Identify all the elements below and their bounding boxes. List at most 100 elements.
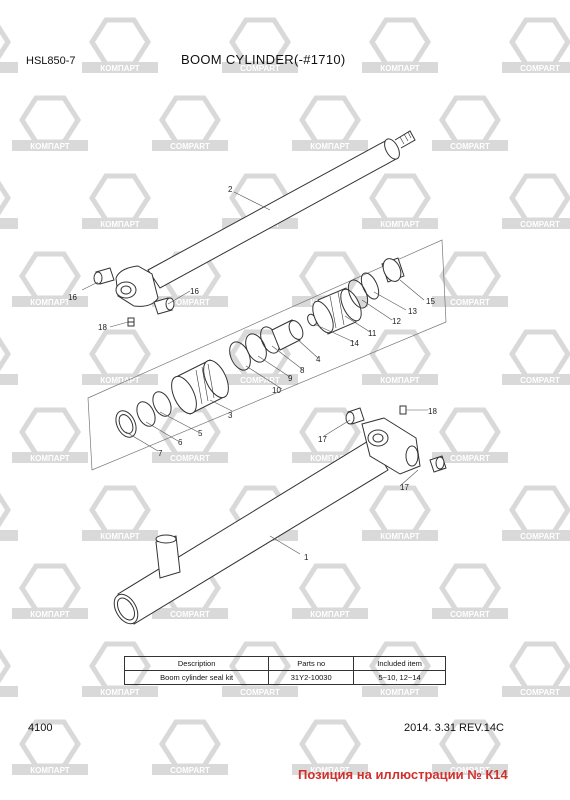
watermark-text: КОМПАРТ [380, 376, 420, 385]
spacer [271, 319, 304, 351]
callout-label: 15 [426, 297, 435, 306]
callout-label: 10 [272, 386, 281, 395]
watermark-logo: КОМПАРТ [292, 95, 368, 151]
callout-label: 5 [198, 429, 203, 438]
page-number: 4100 [28, 722, 53, 734]
watermark-text: КОМПАРТ [30, 454, 70, 463]
watermark-text: COMPART [170, 610, 210, 619]
callout-label: 11 [368, 329, 377, 338]
callout-label: 1 [304, 553, 309, 562]
watermark-text: КОМПАРТ [380, 688, 420, 697]
watermark-logo: КОМПАРТ [12, 95, 88, 151]
watermark-text: COMPART [240, 688, 280, 697]
watermark-logo: COMPART [152, 719, 228, 775]
watermark-logo: COMPART [0, 180, 18, 229]
watermark-text: КОМПАРТ [100, 64, 140, 73]
watermark-logo: КОМПАРТ [362, 17, 438, 73]
table-cell: 5~10, 12~14 [353, 670, 446, 685]
gland [171, 359, 229, 415]
watermark-text: КОМПАРТ [30, 610, 70, 619]
watermark-logo: КОМПАРТ [12, 251, 88, 307]
watermark-text: COMPART [520, 688, 560, 697]
watermark-text: КОМПАРТ [380, 64, 420, 73]
piston-rings [347, 272, 380, 309]
callout-label: 14 [350, 339, 359, 348]
watermark-text: COMPART [520, 376, 560, 385]
watermark-logo: КОМПАРТ [82, 329, 158, 385]
table-cell: 31Y2-10030 [268, 670, 355, 685]
watermark-logo: КОМПАРТ [82, 17, 158, 73]
watermark-text: КОМПАРТ [100, 220, 140, 229]
watermark-logo: COMPART [152, 407, 228, 463]
watermark-text: COMPART [450, 142, 490, 151]
lock-nut [381, 257, 405, 283]
watermark-logo: КОМПАРТ [292, 719, 368, 775]
watermark-text: COMPART [170, 142, 210, 151]
watermark-text: КОМПАРТ [100, 532, 140, 541]
callout-label: 16 [190, 287, 199, 296]
watermark-logo: COMPART [432, 95, 508, 151]
page-title: BOOM CYLINDER(-#1710) [181, 52, 346, 67]
watermark-logo: КОМПАРТ [12, 407, 88, 463]
watermark-logo: COMPART [152, 95, 228, 151]
tube-eye [361, 417, 421, 475]
leader-lines [81, 191, 428, 555]
watermark-logo: COMPART [502, 641, 570, 697]
watermark-text: КОМПАРТ [30, 298, 70, 307]
callout-label: 17 [400, 483, 409, 492]
piston-rod [147, 130, 416, 289]
watermark-logo: COMPART [0, 336, 18, 385]
watermark-text: КОМПАРТ [100, 688, 140, 697]
table-row: Boom cylinder seal kit 31Y2-10030 5~10, … [123, 670, 446, 685]
watermark-text: КОМПАРТ [310, 610, 350, 619]
callout-label: 4 [316, 355, 321, 364]
callout-label: 13 [408, 307, 417, 316]
watermark-text: COMPART [170, 766, 210, 775]
watermark-logo: COMPART [432, 719, 508, 775]
watermark-text: COMPART [450, 298, 490, 307]
callout-label: 6 [178, 438, 183, 447]
callout-label: 2 [228, 185, 233, 194]
watermark-logo: КОМПАРТ [82, 485, 158, 541]
callout-label: 18 [428, 407, 437, 416]
watermark-text: COMPART [240, 376, 280, 385]
watermark-logo: COMPART [0, 492, 18, 541]
kit-frame [87, 239, 447, 471]
watermark-logo: COMPART [222, 329, 298, 385]
watermark-logo: COMPART [502, 173, 570, 229]
illustration-note: Позиция на иллюстрации № К14 [298, 767, 508, 782]
watermark-logo: КОМПАРТ [292, 407, 368, 463]
watermark-text: COMPART [520, 220, 560, 229]
watermark-text: КОМПАРТ [100, 376, 140, 385]
watermark-text: КОМПАРТ [30, 142, 70, 151]
piston [312, 287, 362, 335]
watermark-text: COMPART [450, 610, 490, 619]
table-cell: Boom cylinder seal kit [123, 670, 270, 685]
callout-label: 8 [300, 366, 305, 375]
column-header: Included item [353, 656, 446, 671]
callout-label: 3 [228, 411, 233, 420]
column-header: Parts no [268, 656, 355, 671]
watermark-logo: КОМПАРТ [362, 329, 438, 385]
bushing-left [93, 267, 115, 285]
watermark-text: КОМПАРТ [310, 142, 350, 151]
watermark-logo: COMPART [0, 24, 18, 73]
table-header-row: Description Parts no Included item [123, 656, 446, 671]
parts-table: Description Parts no Included item Boom … [123, 656, 446, 685]
watermark-text: COMPART [450, 454, 490, 463]
model-label: HSL850-7 [26, 55, 76, 67]
watermark-text: COMPART [450, 766, 490, 775]
callout-label: 16 [68, 293, 77, 302]
callout-label: 18 [98, 323, 107, 332]
watermark-logo: COMPART [152, 251, 228, 307]
watermark-text: COMPART [240, 64, 280, 73]
cylinder-tube [113, 439, 389, 625]
callouts: 2 16 16 18 3 5 6 7 10 9 8 4 14 11 12 13 … [68, 185, 437, 562]
watermark-logo: КОМПАРТ [12, 719, 88, 775]
watermark-text: КОМПАРТ [380, 220, 420, 229]
bushing-right [153, 297, 175, 315]
callout-label: 17 [318, 435, 327, 444]
grease-nipple-tube [399, 405, 407, 415]
watermark-text: КОМПАРТ [310, 454, 350, 463]
